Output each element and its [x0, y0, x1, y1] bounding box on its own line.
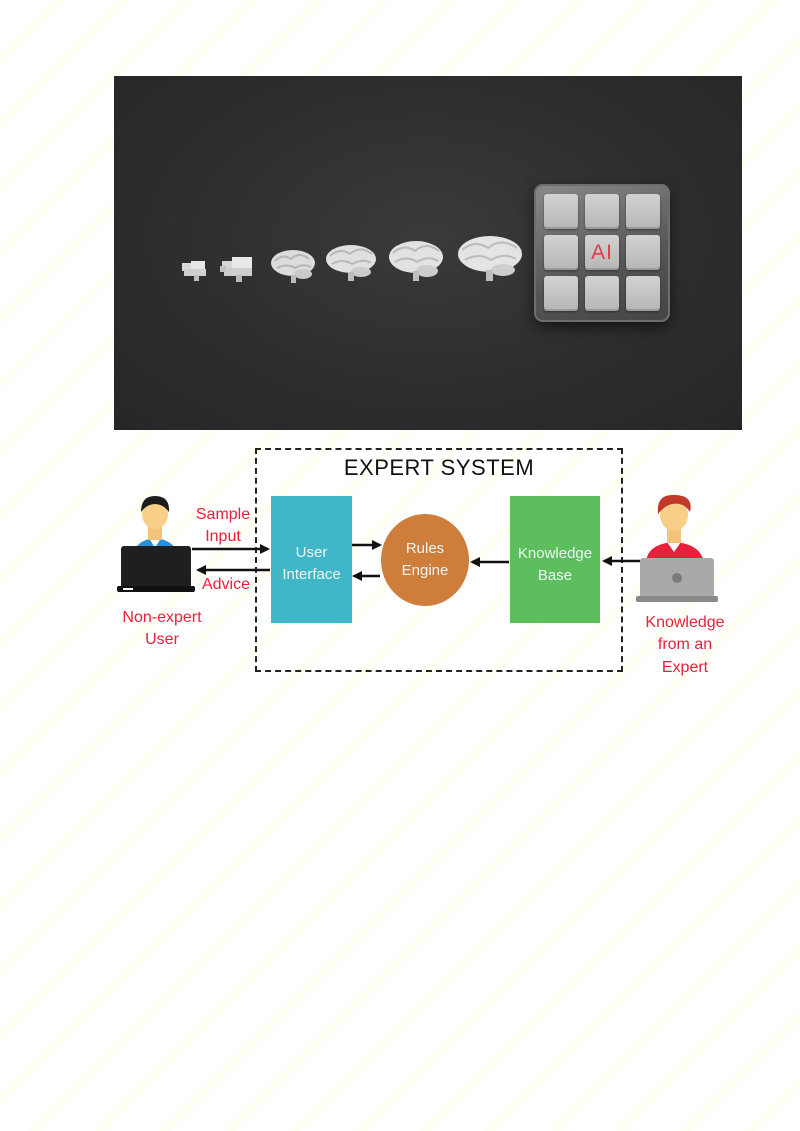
rules-engine-label-line2: Engine	[401, 562, 449, 579]
rules-engine-label-line1: Rules	[405, 540, 445, 557]
chip-key	[585, 194, 619, 229]
knowledge-base-label-line1: Knowledge	[517, 545, 593, 562]
person-at-laptop-icon	[117, 490, 197, 601]
expert-knowledge-label-line1: Knowledge	[645, 614, 725, 631]
expert-at-laptop-icon	[636, 490, 720, 611]
sample-input-label-line2: Input	[205, 528, 241, 545]
brain-icon	[388, 238, 444, 284]
chip-key-center: AI	[585, 235, 619, 270]
ai-brains-photo: AI	[114, 76, 742, 430]
brain-icon	[269, 247, 317, 285]
user-interface-box	[271, 496, 352, 623]
brain-icon	[457, 234, 523, 284]
chip-key	[544, 276, 578, 311]
chip-key	[626, 194, 660, 229]
ai-chip-icon: AI	[534, 184, 670, 322]
brain-icon	[325, 242, 377, 284]
ai-chip-label: AI	[591, 240, 613, 264]
chip-key	[626, 276, 660, 311]
knowledge-base-box	[510, 496, 600, 623]
advice-label: Advice	[201, 576, 251, 593]
brain-icon	[218, 254, 258, 284]
user-interface-label-line2: Interface	[282, 566, 341, 583]
non-expert-user-label-line2: User	[145, 631, 179, 648]
expert-knowledge-label-line3: Expert	[661, 659, 709, 676]
expert-knowledge-label-line2: from an	[657, 636, 713, 653]
rules-engine-circle	[381, 514, 469, 606]
brain-icon	[180, 259, 210, 283]
non-expert-user-label-line1: Non-expert	[122, 609, 202, 626]
chip-key	[585, 276, 619, 311]
user-interface-label-line1: User	[295, 544, 328, 561]
chip-key	[626, 235, 660, 270]
diagram-title: EXPERT SYSTEM	[343, 455, 535, 480]
chip-key	[544, 235, 578, 270]
sample-input-label-line1: Sample	[195, 506, 251, 523]
knowledge-base-label-line2: Base	[537, 567, 573, 584]
chip-key	[544, 194, 578, 229]
